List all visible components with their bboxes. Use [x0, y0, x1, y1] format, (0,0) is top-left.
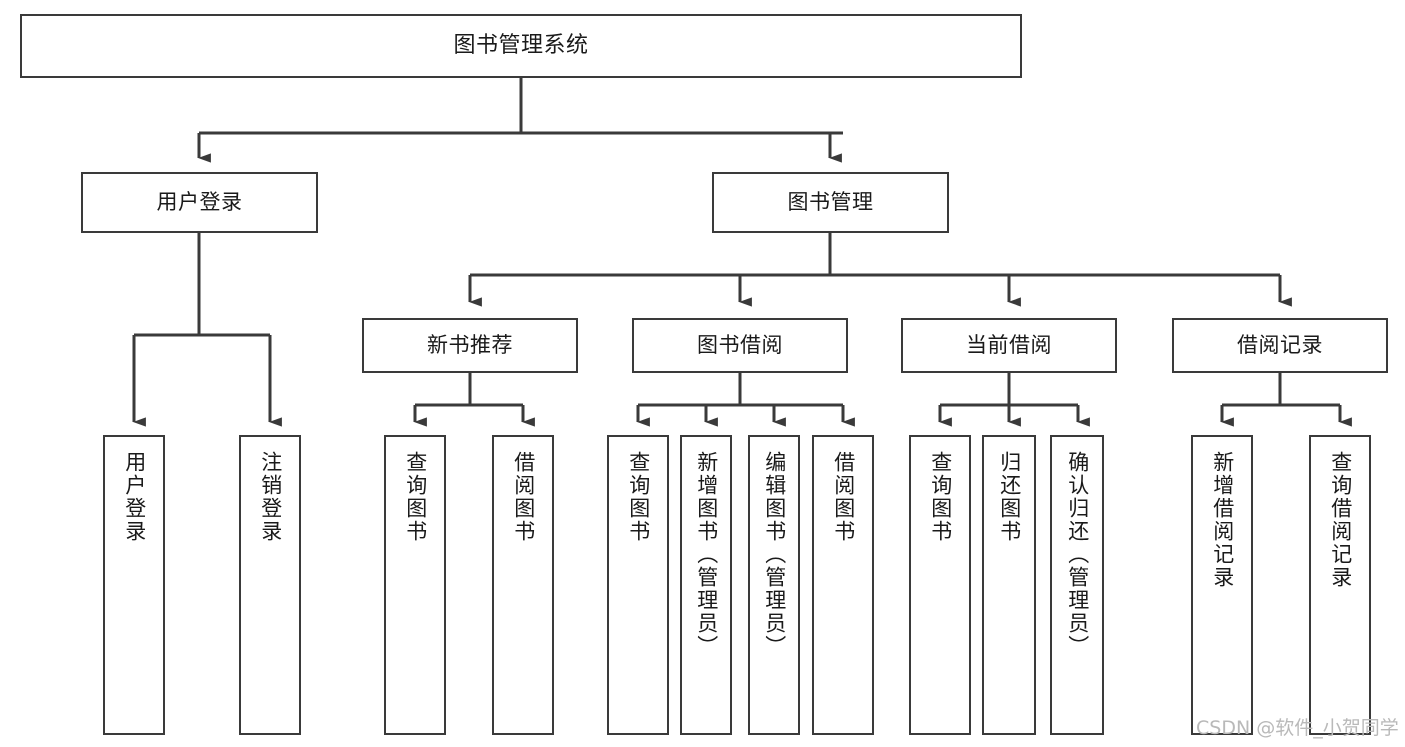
node-label: 注销登录 [258, 451, 283, 543]
leaf-user-login[interactable]: 用户登录 [103, 435, 165, 735]
node-label: 查询图书 [928, 451, 953, 543]
node-label: 图书借阅 [697, 333, 783, 358]
node-borrow-record[interactable]: 借阅记录 [1172, 318, 1388, 373]
node-book-management[interactable]: 图书管理 [712, 172, 949, 233]
leaf-query-book-current[interactable]: 查询图书 [909, 435, 971, 735]
leaf-edit-book-admin[interactable]: 编辑图书（管理员） [748, 435, 800, 735]
leaf-add-book-admin[interactable]: 新增图书（管理员） [680, 435, 732, 735]
node-label: 借阅图书 [511, 451, 536, 543]
leaf-borrow-book-borrow[interactable]: 借阅图书 [812, 435, 874, 735]
node-label: 新增借阅记录 [1210, 451, 1235, 589]
node-user-login[interactable]: 用户登录 [81, 172, 318, 233]
leaf-query-borrow-record[interactable]: 查询借阅记录 [1309, 435, 1371, 735]
node-label: 图书管理 [787, 190, 874, 215]
node-label: 查询图书 [403, 451, 428, 543]
leaf-confirm-return-admin[interactable]: 确认归还（管理员） [1050, 435, 1104, 735]
node-label: 新增图书（管理员） [694, 451, 719, 658]
node-label: 归还图书 [997, 451, 1022, 543]
node-label: 用户登录 [122, 451, 147, 543]
node-label: 查询借阅记录 [1328, 451, 1353, 589]
leaf-query-book-recommend[interactable]: 查询图书 [384, 435, 446, 735]
node-label: 编辑图书（管理员） [762, 451, 787, 658]
csdn-watermark: CSDN @软件_小贺同学 [1196, 717, 1399, 739]
node-label: 图书管理系统 [453, 33, 589, 59]
node-root-book-management-system[interactable]: 图书管理系统 [20, 14, 1022, 78]
node-new-book-recommend[interactable]: 新书推荐 [362, 318, 578, 373]
node-current-borrow[interactable]: 当前借阅 [901, 318, 1117, 373]
node-label: 借阅图书 [831, 451, 856, 543]
node-label: 用户登录 [156, 190, 243, 215]
node-label: 确认归还（管理员） [1065, 451, 1090, 658]
leaf-add-borrow-record[interactable]: 新增借阅记录 [1191, 435, 1253, 735]
node-label: 新书推荐 [427, 333, 513, 358]
leaf-logout-login[interactable]: 注销登录 [239, 435, 301, 735]
node-label: 查询图书 [626, 451, 651, 543]
node-label: 借阅记录 [1237, 333, 1323, 358]
node-label: 当前借阅 [966, 333, 1052, 358]
leaf-query-book-borrow[interactable]: 查询图书 [607, 435, 669, 735]
node-book-borrow[interactable]: 图书借阅 [632, 318, 848, 373]
leaf-borrow-book-recommend[interactable]: 借阅图书 [492, 435, 554, 735]
leaf-return-book[interactable]: 归还图书 [982, 435, 1036, 735]
